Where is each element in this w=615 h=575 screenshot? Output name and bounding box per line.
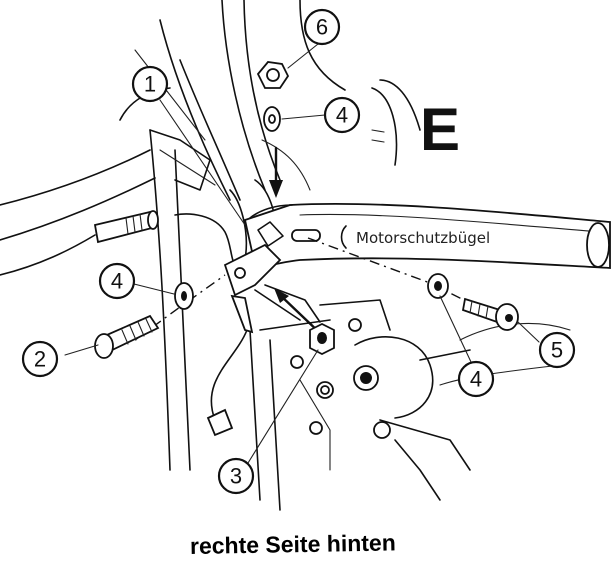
callout-4-left: 4 <box>98 262 136 300</box>
callout-4-left-number: 4 <box>111 269 123 294</box>
callout-5-number: 5 <box>551 338 563 363</box>
washer-top <box>263 106 281 132</box>
frame-holes <box>290 318 391 439</box>
mounting-bracket <box>223 221 321 334</box>
callout-4-top-number: 4 <box>336 103 348 128</box>
callout-1: 1 <box>131 65 169 103</box>
engine-guard-bar: Motorschutzbügel <box>243 202 611 269</box>
motorschutzbugel-label: Motorschutzbügel <box>356 229 490 247</box>
view-letter: E <box>420 96 460 163</box>
nut-6 <box>256 61 290 89</box>
callout-leaders <box>64 43 540 464</box>
callout-4-right: 4 <box>457 360 495 398</box>
washer-right <box>427 273 449 299</box>
nut-3 <box>309 322 335 356</box>
callout-3-number: 3 <box>230 464 242 489</box>
threaded-rod <box>93 210 234 437</box>
callout-2-number: 2 <box>34 347 46 372</box>
callout-6-number: 6 <box>316 15 328 40</box>
callout-1-number: 1 <box>144 72 156 97</box>
callout-4-right-number: 4 <box>470 367 482 392</box>
callout-6: 6 <box>303 8 341 46</box>
callout-2: 2 <box>21 340 59 378</box>
washer-left <box>174 282 194 310</box>
screw-5 <box>461 297 519 331</box>
screw-2 <box>94 314 160 359</box>
callout-4-top: 4 <box>323 96 361 134</box>
callout-3: 3 <box>217 457 255 495</box>
diagram-caption: rechte Seite hinten <box>189 529 396 559</box>
callout-5: 5 <box>538 331 576 369</box>
